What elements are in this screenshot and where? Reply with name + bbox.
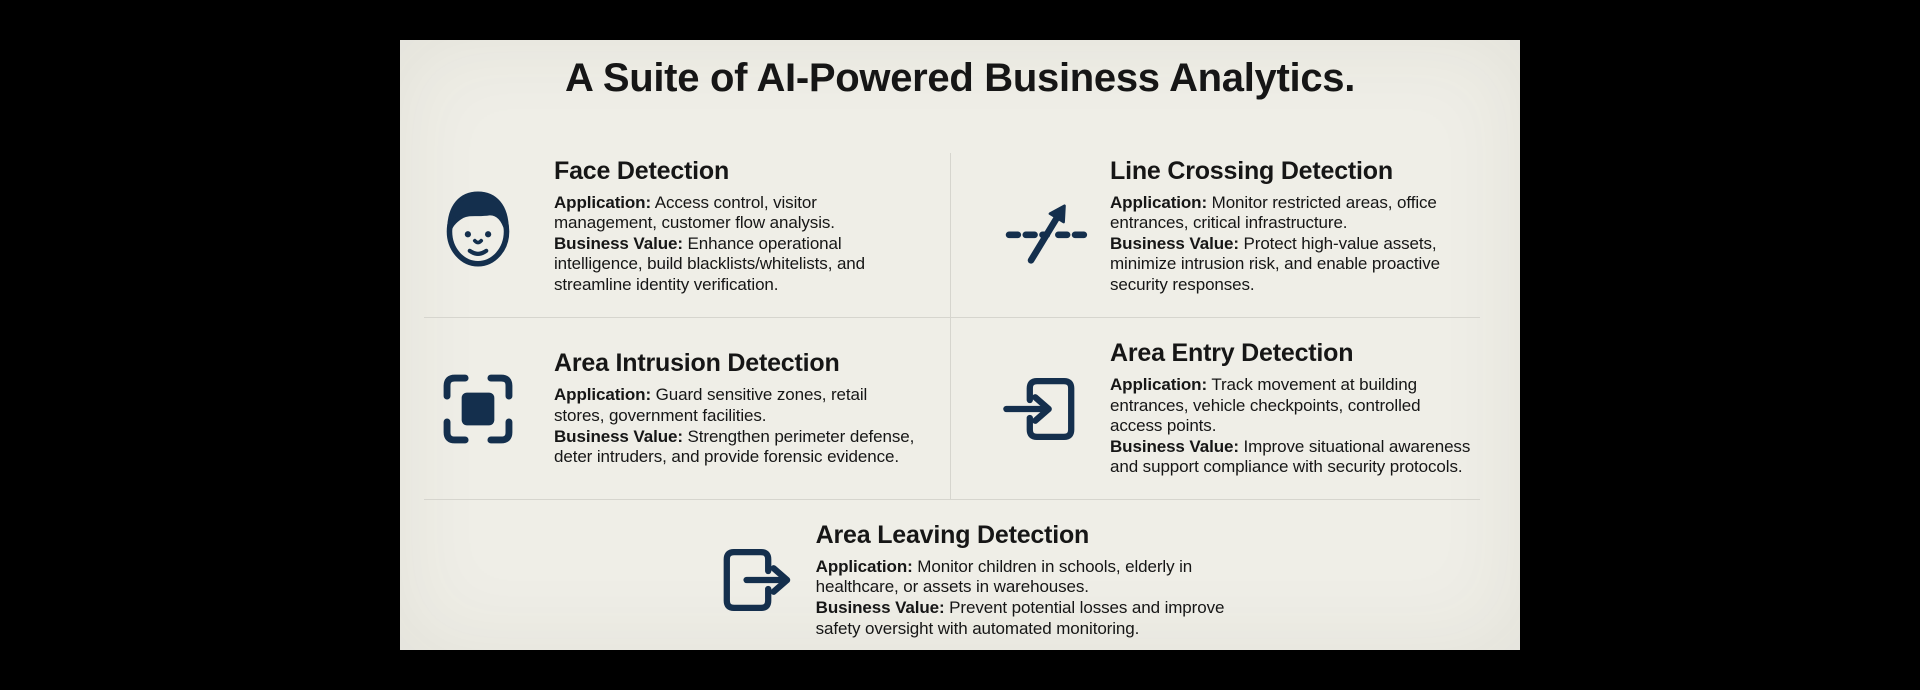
application-label: Application: (1110, 192, 1208, 212)
features-grid: Face Detection Application: Access contr… (400, 135, 1520, 500)
application-text: Track movement at building entrances, ve… (1110, 375, 1421, 436)
business-value-text: Strengthen perimeter defense, deter intr… (554, 426, 915, 467)
card-title: Area Leaving Detection (815, 520, 1090, 549)
infographic-panel: A Suite of AI-Powered Business Analytics… (400, 40, 1520, 650)
card-business-value: Business Value: Enhance operational inte… (554, 234, 950, 296)
line-crossing-icon (990, 182, 1102, 270)
horizontal-divider-1 (424, 317, 1480, 318)
card-body: Line Crossing Detection Application: Mon… (1102, 157, 1520, 296)
card-application: Application: Monitor children in schools… (816, 557, 1225, 598)
business-value-label: Business Value: (815, 598, 945, 617)
card-body: Area Entry Detection Application: Track … (1102, 339, 1520, 478)
face-icon (422, 180, 534, 272)
card-business-value: Business Value: Prevent potential losses… (816, 598, 1225, 639)
card-application: Application: Track movement at building … (1110, 375, 1520, 437)
card-line-crossing-detection: Line Crossing Detection Application: Mon… (950, 135, 1520, 317)
card-title: Area Intrusion Detection (554, 349, 840, 378)
application-label: Application: (554, 385, 652, 405)
area-intrusion-icon (422, 366, 534, 452)
card-application: Application: Monitor restricted areas, o… (1110, 193, 1520, 234)
business-value-label: Business Value: (1110, 233, 1239, 253)
business-value-text: Protect high-value assets, minimize intr… (1110, 233, 1440, 294)
card-title: Area Entry Detection (1110, 339, 1354, 368)
card-face-detection: Face Detection Application: Access contr… (400, 135, 950, 317)
bottom-row: Area Leaving Detection Application: Moni… (400, 500, 1520, 650)
application-text: Monitor children in schools, elderly in … (815, 556, 1193, 597)
card-area-entry-detection: Area Entry Detection Application: Track … (950, 317, 1520, 500)
application-text: Access control, visitor management, cust… (554, 192, 835, 233)
business-value-text: Improve situational awareness and suppor… (1110, 436, 1471, 477)
vertical-divider (950, 153, 951, 500)
card-business-value: Business Value: Strengthen perimeter def… (554, 427, 950, 468)
horizontal-divider-2 (424, 499, 1480, 500)
business-value-label: Business Value: (554, 426, 683, 446)
card-body: Face Detection Application: Access contr… (534, 157, 950, 296)
card-area-intrusion-detection: Area Intrusion Detection Application: Gu… (400, 317, 950, 500)
application-text: Monitor restricted areas, office entranc… (1110, 192, 1437, 233)
area-entry-icon (990, 364, 1102, 454)
card-body: Area Intrusion Detection Application: Gu… (534, 349, 950, 467)
card-area-leaving-detection: Area Leaving Detection Application: Moni… (696, 521, 1225, 639)
card-application: Application: Access control, visitor man… (554, 193, 950, 234)
card-business-value: Business Value: Improve situational awar… (1110, 437, 1520, 478)
application-label: Application: (1110, 375, 1208, 395)
application-text: Guard sensitive zones, retail stores, go… (554, 385, 868, 425)
area-leaving-icon (696, 535, 808, 625)
card-title: Line Crossing Detection (1110, 156, 1393, 185)
card-business-value: Business Value: Protect high-value asset… (1110, 234, 1520, 296)
business-value-label: Business Value: (554, 233, 683, 253)
business-value-text: Prevent potential losses and improve saf… (815, 598, 1225, 638)
card-body: Area Leaving Detection Application: Moni… (808, 521, 1225, 639)
card-application: Application: Guard sensitive zones, reta… (554, 385, 950, 426)
page-title: A Suite of AI-Powered Business Analytics… (564, 56, 1356, 100)
application-label: Application: (815, 556, 913, 576)
business-value-label: Business Value: (1110, 436, 1239, 456)
business-value-text: Enhance operational intelligence, build … (554, 233, 866, 294)
card-title: Face Detection (554, 156, 730, 185)
application-label: Application: (554, 192, 652, 212)
